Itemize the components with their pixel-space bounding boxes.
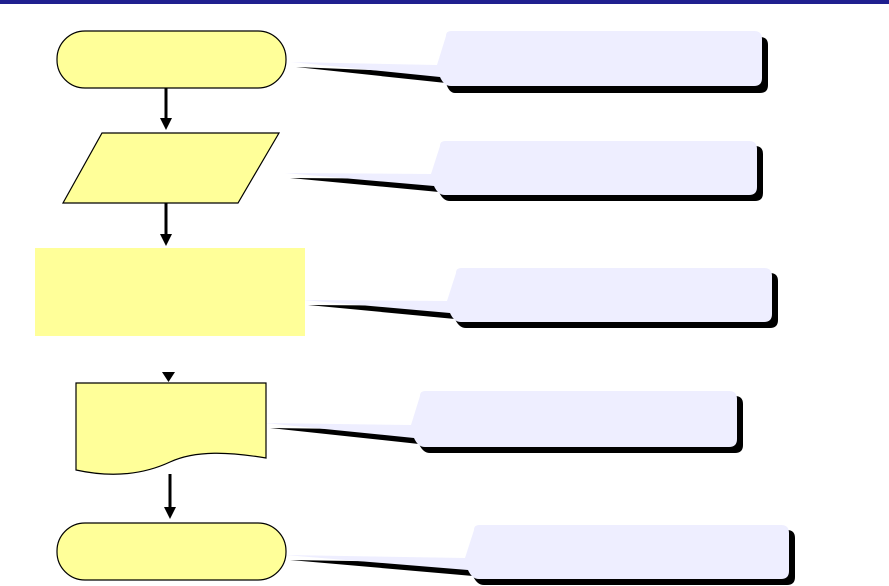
node-document — [75, 382, 267, 475]
callout-process — [303, 268, 778, 328]
arrow-process-to-document — [162, 372, 175, 382]
top-bar — [0, 0, 889, 4]
node-end — [56, 522, 287, 581]
node-start — [56, 30, 287, 89]
callout-document — [265, 391, 743, 453]
callout-start — [291, 31, 768, 93]
callout-end — [285, 525, 795, 585]
callout-input — [285, 141, 763, 201]
node-process — [35, 248, 305, 336]
node-input — [61, 132, 281, 204]
